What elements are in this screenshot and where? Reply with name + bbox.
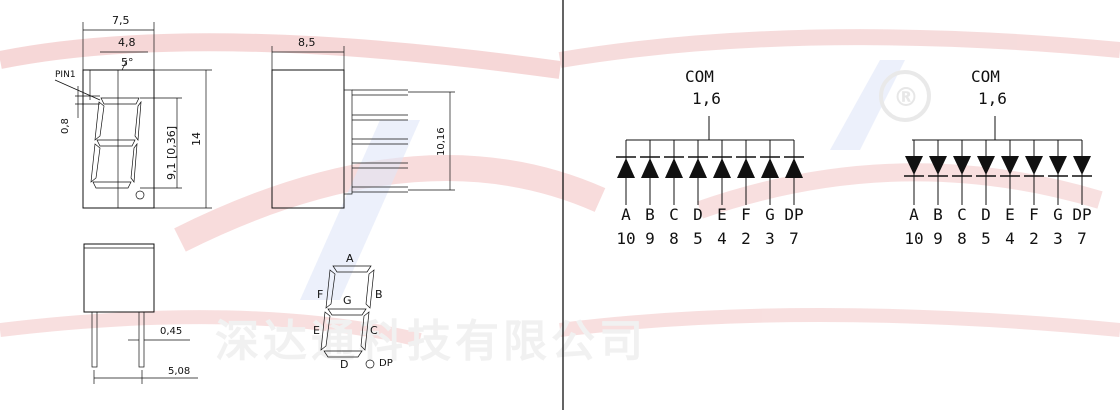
circuit-1-seg-label: A [621,205,631,224]
front-view-digit [90,97,145,200]
circuit-2-pin-label: 8 [957,229,967,248]
circuit-1-diode-c [664,140,684,205]
circuit-1-diode-g [760,140,780,205]
circuit-2-pin-label: 2 [1029,229,1039,248]
circuit-1-pin-label: 7 [789,229,799,248]
side-view: 8,5 10,16 [271,36,455,209]
circuit-2-pin-label: 9 [933,229,943,248]
circuit-2-seg-label: B [933,205,943,224]
seg-label-c: C [370,324,378,337]
circuit-2-seg-label: C [957,205,967,224]
dim-digit-height: 9,1 [0,36] [165,126,178,180]
circuit-2-diode-c [952,140,972,205]
dim-width-digit: 4,8 [118,36,136,49]
dim-slant-angle: 5° [121,56,134,69]
circuit-2-diode-f [1024,140,1044,205]
circuit-1-diode-f [736,140,756,205]
seg-label-a: A [346,252,354,265]
circuit-2-diode-b [928,140,948,205]
circuit-2-seg-label: E [1005,205,1015,224]
dim-width-total: 7,5 [112,14,130,27]
circuit-1-diode-d [688,140,708,205]
circuit-1-seg-label: C [669,205,679,224]
dim-pin-diameter: 0,45 [160,326,182,337]
circuit-2-diode-dp [1072,140,1092,205]
circuit-1-com-pins: 1,6 [692,89,721,108]
seg-label-b: B [375,288,383,301]
dim-total-height: 14 [190,132,203,146]
circuit-2-pin-label: 10 [904,229,923,248]
circuit-2-seg-label: D [981,205,991,224]
circuit-1-pin-label: 3 [765,229,775,248]
circuit-2-diode-d [976,140,996,205]
circuit-2-diode-a [904,140,924,205]
pin1-label: PIN1 [55,70,76,80]
circuit-1-seg-label: G [765,205,775,224]
seg-label-f: F [317,288,323,301]
circuit-2: COM 1,6 A 10 B 9C 8D 5E 4F 2G 3 DP 7 [904,67,1092,248]
circuit-1-pin-label: 5 [693,229,703,248]
circuit-2-pin-label: 7 [1077,229,1087,248]
dim-pin-pitch: 5,08 [168,366,190,377]
seg-label-dp: DP [379,358,393,369]
circuit-2-pin-label: 5 [981,229,991,248]
dim-seg-thickness: 0,8 [60,118,71,134]
circuit-1-diode-dp [784,140,804,205]
circuit-2-diode-e [1000,140,1020,205]
circuit-1-seg-label: F [741,205,751,224]
circuit-1-seg-label: B [645,205,655,224]
circuit-2-pin-label: 4 [1005,229,1015,248]
segment-map-digit [320,265,375,369]
front-view-body [82,69,155,209]
circuit-1-pin-label: 10 [616,229,635,248]
circuit-2-pin-label: 3 [1053,229,1063,248]
circuit-2-seg-label: F [1029,205,1039,224]
dp-dot-icon [365,359,375,369]
circuit-1-pin-label: 4 [717,229,727,248]
bottom-view-body [83,243,155,313]
circuit-1-com-label: COM [685,67,714,86]
circuit-1-pin-label: 9 [645,229,655,248]
circuit-2-com-pins: 1,6 [978,89,1007,108]
circuit-1-diode-b [640,140,660,205]
seg-label-g: G [343,294,352,307]
circuit-1: COM 1,6 A 10 B 9C 8D 5E 4F 2G 3 DP 7 [616,67,804,248]
registered-mark-icon [879,70,931,122]
circuit-1-seg-label: E [717,205,727,224]
dim-pin-span: 10,16 [436,127,447,156]
circuit-1-seg-label: D [693,205,703,224]
circuit-1-pin-label: 8 [669,229,679,248]
circuit-2-diode-g [1048,140,1068,205]
circuit-1-pin-label: 2 [741,229,751,248]
circuit-1-seg-label: DP [784,205,803,224]
circuit-1-diode-e [712,140,732,205]
circuit-2-seg-label: DP [1072,205,1091,224]
registered-mark-glyph: ® [893,83,919,113]
segment-map: A B C D E F G DP [313,252,393,371]
circuit-2-seg-label: G [1053,205,1063,224]
seg-label-e: E [313,324,320,337]
bottom-view: 0,45 5,08 [83,243,198,384]
circuit-2-seg-label: A [909,205,919,224]
watermark-company-text: 深达通科技有限公司 [215,316,647,367]
seg-label-d: D [340,358,348,371]
watermark: SD ® 深达通科技有限公司 [0,29,1120,367]
front-view: 7,5 4,8 5° PIN1 0,8 9,1 [0,36] 14 [54,14,212,209]
dim-depth: 8,5 [298,36,316,49]
circuit-2-com-label: COM [971,67,1000,86]
circuit-1-diode-a [616,140,636,205]
